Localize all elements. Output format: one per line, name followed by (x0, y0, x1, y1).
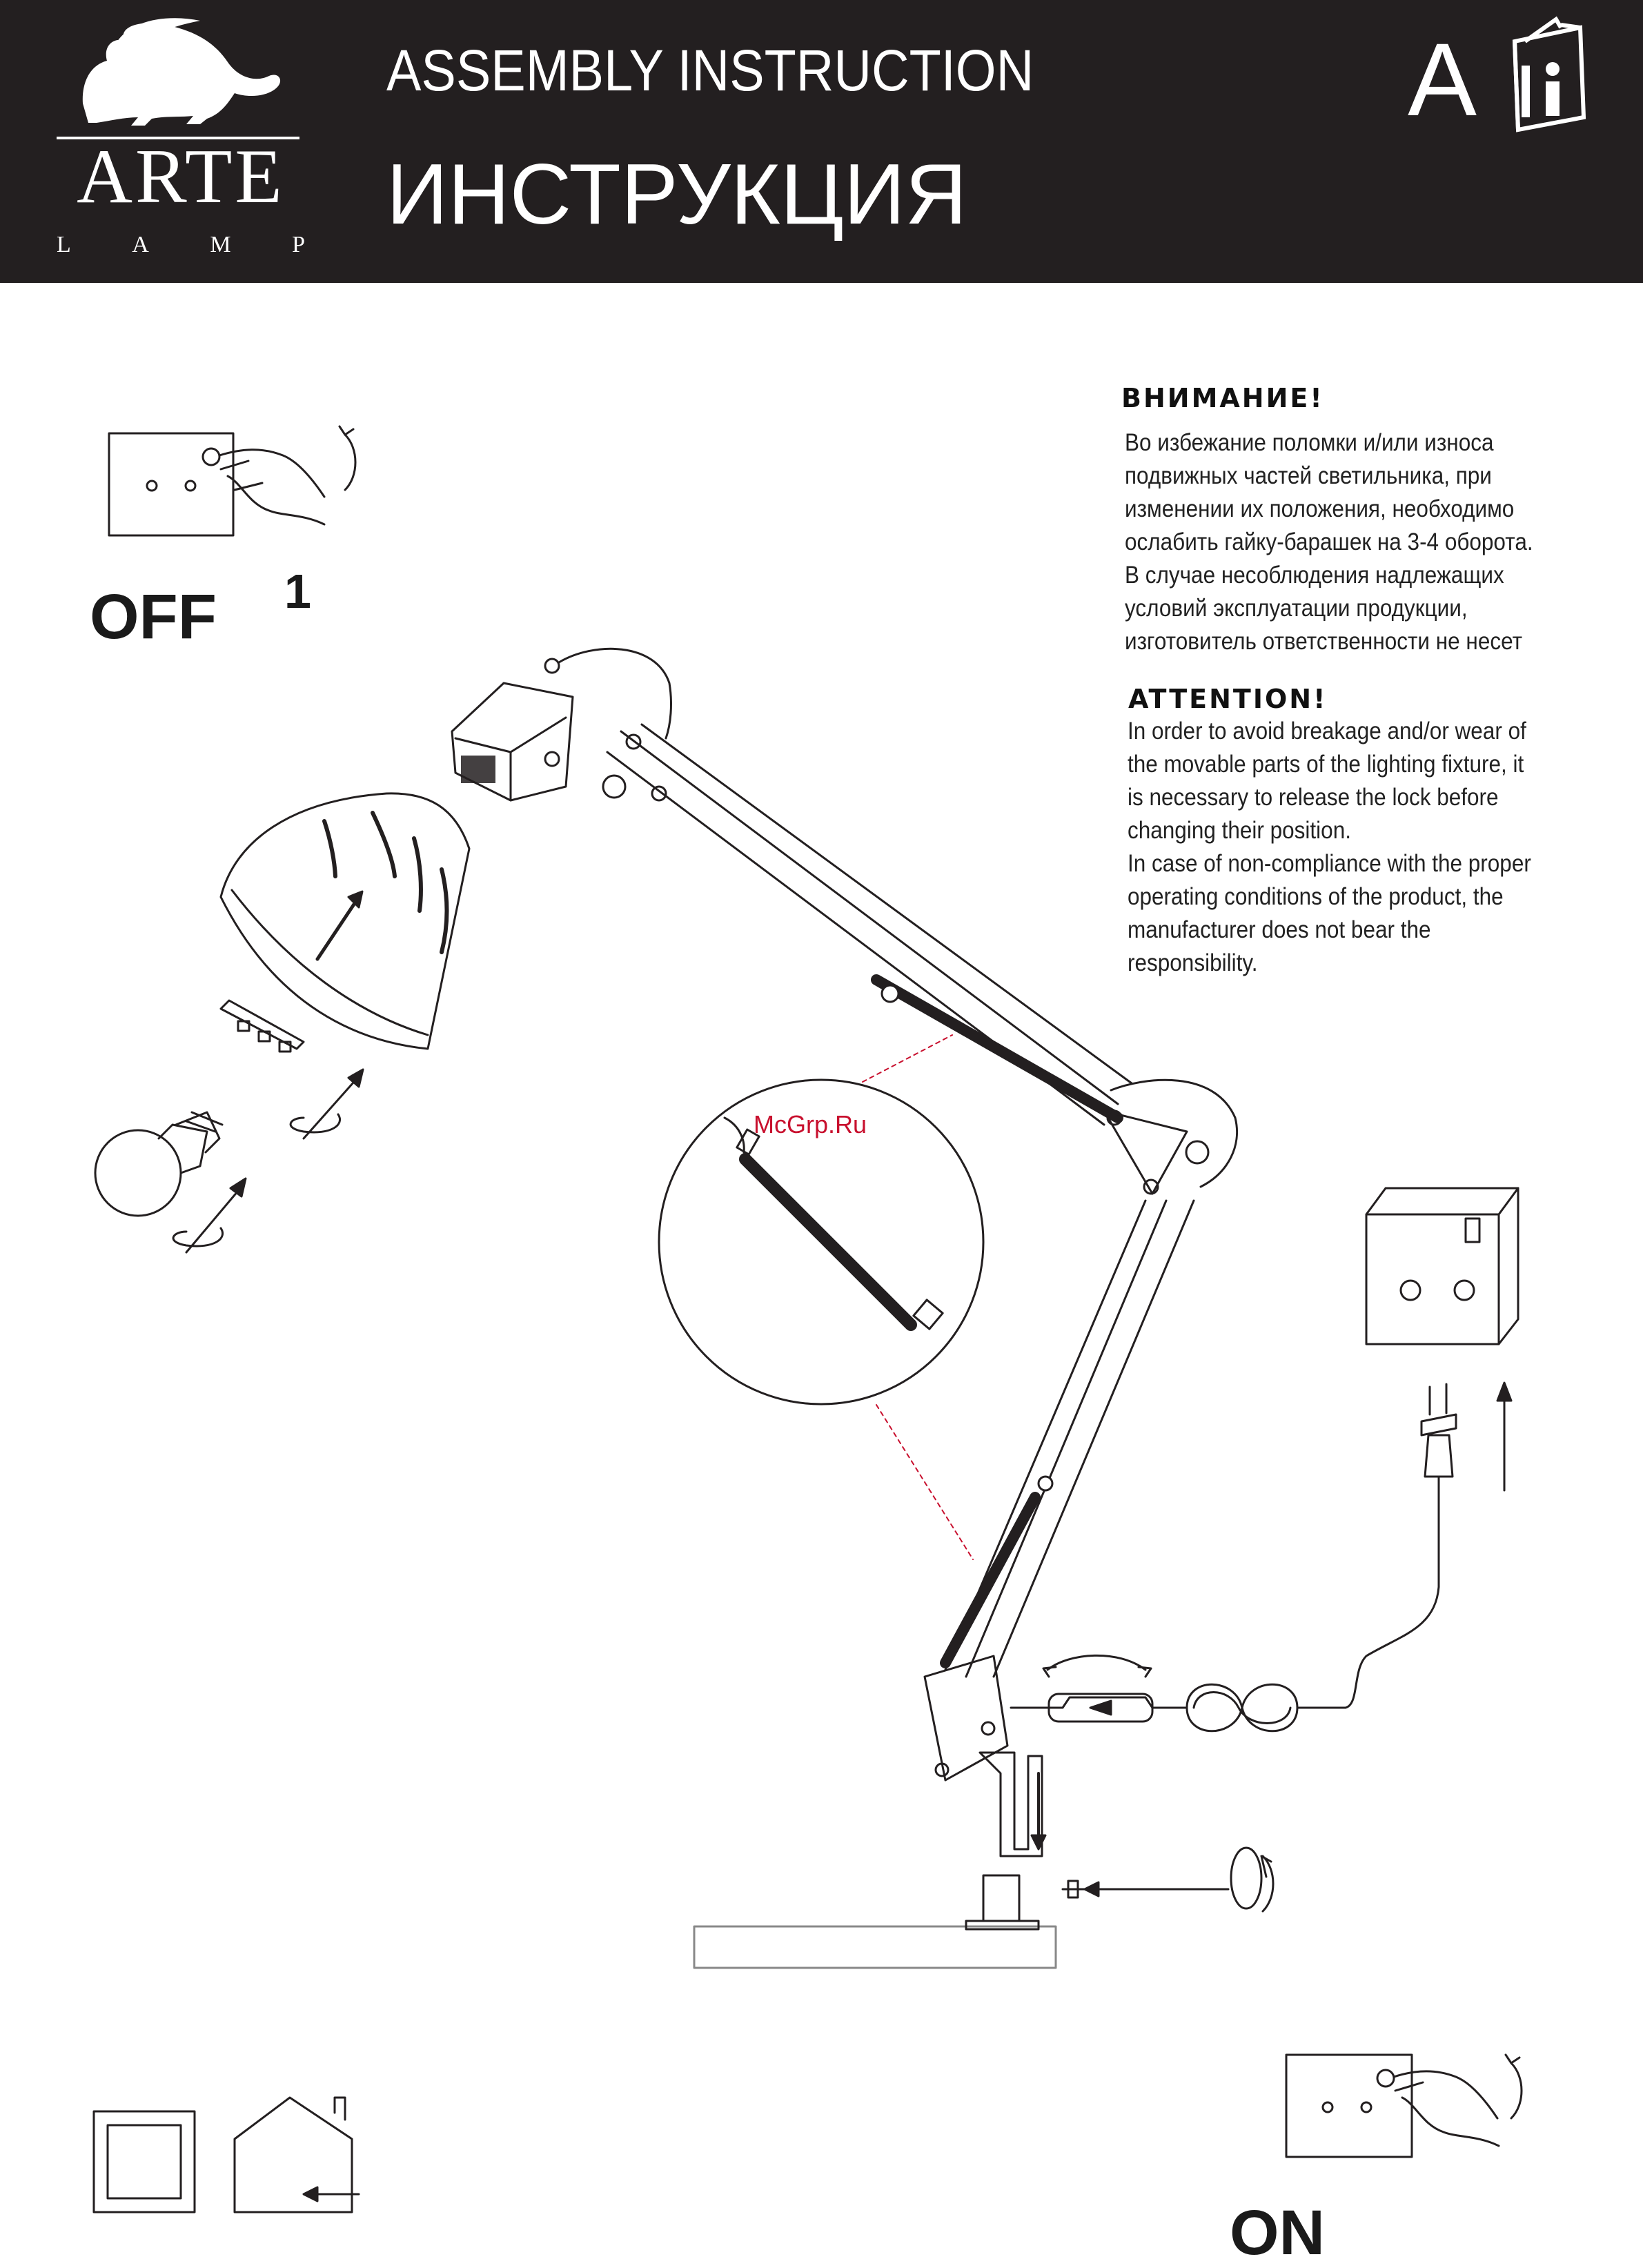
warning-body-en: In order to avoid breakage and/or wear o… (1128, 718, 1531, 976)
warning-title-en: ATTENTION! (1128, 684, 1328, 714)
warning-body-ru: Во избежание поломки и/или износа подвиж… (1125, 429, 1533, 655)
griffin-logo-icon (82, 18, 281, 126)
brand-logo-subtext: L A M P (57, 232, 305, 257)
brand-logo-text: ARTE (77, 134, 285, 219)
rotate-arrows (172, 1068, 364, 1254)
clamp-base (923, 1655, 1047, 1857)
fixing-screw (1061, 1846, 1275, 1913)
watermark-text: McGrp.Ru (754, 1110, 867, 1138)
light-bulb-icon (94, 1111, 224, 1217)
power-cord (1010, 1383, 1457, 1733)
step-number: 1 (284, 564, 311, 618)
on-label: ON (1230, 2198, 1325, 2268)
indoor-use-square-icon (92, 2110, 196, 2213)
wall-switch-off-icon (108, 425, 357, 537)
section-letter: A (1408, 21, 1477, 137)
wall-outlet-icon (1365, 1187, 1519, 1492)
title-english: ASSEMBLY INSTRUCTION (386, 38, 1034, 103)
lamp-shade (219, 792, 471, 1050)
lamp-head-housing (451, 647, 672, 802)
spring-detail-magnifier (658, 1078, 985, 1406)
off-label: OFF (90, 582, 217, 652)
desk-surface (693, 1874, 1057, 1969)
elbow-joint (1103, 1078, 1239, 1195)
header-banner: ARTE L A M P ASSEMBLY INSTRUCTION ИНСТРУ… (0, 0, 1643, 283)
logo-divider (57, 137, 299, 139)
warning-title-ru: ВНИМАНИЕ! (1121, 383, 1324, 413)
upper-arm (602, 723, 1133, 1126)
title-russian: ИНСТРУКЦИЯ (386, 147, 967, 242)
wall-switch-on-icon (1285, 2053, 1523, 2158)
indoor-house-icon (233, 2096, 360, 2213)
lower-arm (940, 1199, 1195, 1678)
manual-book-icon (1512, 16, 1586, 132)
detail-callout-lines (862, 1034, 974, 1560)
shade-ring (219, 999, 305, 1053)
